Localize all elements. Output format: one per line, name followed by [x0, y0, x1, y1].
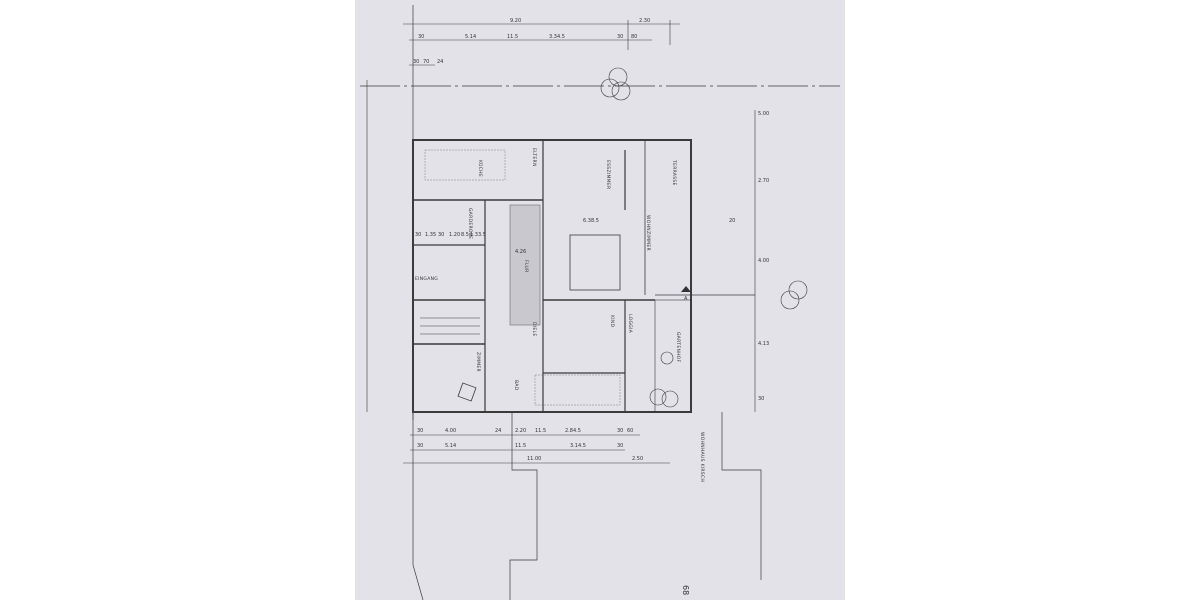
right-dimension-labels: 5.00 2.70 4.00 4.13 30 [758, 111, 769, 402]
section-marker-label: A [684, 296, 688, 302]
dim-label: 30 [418, 34, 424, 40]
dining-table [569, 234, 621, 291]
room-label: ZIMMER [475, 352, 481, 372]
dim-label: 2.50 [632, 456, 643, 462]
dim-label: 5.00 [758, 111, 769, 117]
dim-label: 9.20 [510, 18, 521, 24]
staircase [420, 317, 480, 335]
dim-label: 2.84.5 [565, 428, 581, 434]
dim-label: 24 [495, 428, 501, 434]
dim-label: 11.5 [507, 34, 518, 40]
left-plot-boundary [412, 412, 424, 600]
building-walls [412, 139, 755, 413]
kitchen-tiles [424, 149, 506, 181]
dim-label: 11.00 [527, 456, 541, 462]
dim-label: 2.30 [639, 18, 650, 24]
dim-label: 4.00 [445, 428, 456, 434]
room-label: FLUR [523, 260, 529, 273]
section-marker-icon [681, 286, 691, 292]
bottom-dimension-lines: 30 4.00 24 2.20 11.5 2.84.5 30 60 30 5.1… [403, 428, 670, 464]
dim-label: 2.20 [515, 428, 526, 434]
dim-label: 4.00 [758, 258, 769, 264]
dim-label: 30 [758, 396, 764, 402]
dim-label: 30 [417, 428, 423, 434]
room-label: GARTENHOF [675, 332, 681, 363]
dim-label: 60 [627, 428, 633, 434]
room-label: DIELE [531, 322, 537, 337]
room-label: ESSZIMMER [605, 160, 611, 189]
right-plot-boundary [721, 412, 762, 580]
dim-label: 70 [423, 59, 429, 65]
floor-plan-sheet: 9.20 2.30 30 5.14 11.5 3.34.5 30 80 30 7… [355, 0, 845, 600]
room-label: KÜCHE [477, 160, 484, 177]
room-label: ELTERN [531, 148, 537, 167]
bath-tiles [534, 374, 621, 406]
dim-label: 5.14 [445, 443, 456, 449]
garden-court [654, 299, 692, 413]
floor-plan-drawing: 9.20 2.30 30 5.14 11.5 3.34.5 30 80 30 7… [360, 5, 840, 600]
room-label: TERRASSE [671, 159, 677, 186]
dim-label: 1.33.5 [470, 232, 486, 238]
room-label: WOHNZIMMER [645, 215, 651, 251]
room-label: GARDEROBE [467, 208, 473, 239]
middle-plot-boundary [509, 412, 538, 600]
corridor-hatch [509, 204, 541, 326]
dim-label: 6.38.5 [583, 218, 599, 224]
dim-label: 1.20 [449, 232, 460, 238]
dim-label: 30 [413, 59, 419, 65]
room-label: BAD [513, 380, 519, 391]
dim-label: 30 [617, 428, 623, 434]
desk-chair [457, 382, 477, 402]
dim-label: 3.14.5 [570, 443, 586, 449]
interior-dimension-labels: 30 1.35 30 1.20 8.5 1.33.5 4.26 6.38.5 2… [415, 218, 735, 255]
dim-label: 11.5 [535, 428, 546, 434]
dim-label: 30 [617, 443, 623, 449]
neighbour-house-label: WOHNHAUS KIRSCH [699, 432, 705, 482]
dim-label: 3.34.5 [549, 34, 565, 40]
dim-label: 4.13 [758, 341, 769, 347]
handwritten-note: 68 [681, 585, 690, 595]
dim-label: 20 [729, 218, 735, 224]
top-dimension-lines: 9.20 2.30 30 5.14 11.5 3.34.5 30 80 30 7… [403, 5, 680, 420]
dim-label: 80 [631, 34, 637, 40]
room-labels: KÜCHE ESSZIMMER ELTERN WOHNZIMMER TERRAS… [415, 148, 681, 391]
dim-label: 1.35 [425, 232, 436, 238]
dim-label: 8.5 [461, 232, 469, 238]
dim-label: 30 [617, 34, 623, 40]
dim-label: 11.5 [515, 443, 526, 449]
tree-symbols [600, 67, 808, 408]
dim-label: 4.26 [515, 249, 526, 255]
dim-label: 2.70 [758, 178, 769, 184]
room-label: KIND [609, 315, 615, 328]
dim-label: 5.14 [465, 34, 476, 40]
dim-label: 30 [417, 443, 423, 449]
dim-label: 30 [438, 232, 444, 238]
dim-label: 30 [415, 232, 421, 238]
room-label: EINGANG [415, 276, 438, 282]
dim-label: 24 [437, 59, 443, 65]
room-label: LOGGIA [627, 314, 633, 334]
